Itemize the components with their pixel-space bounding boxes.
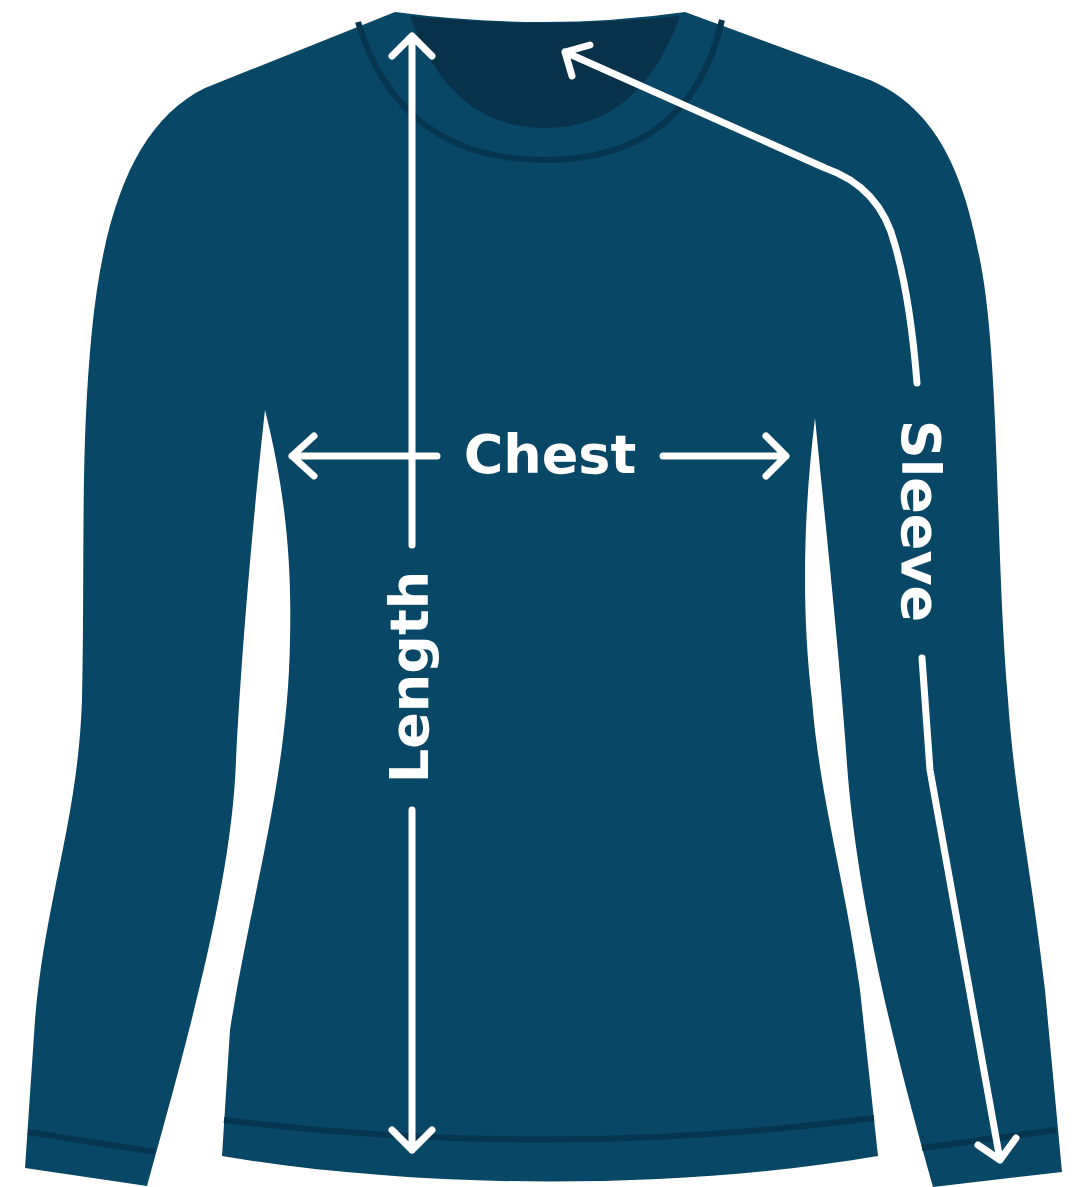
length-arrow	[392, 810, 432, 1150]
sleeve-arrow	[565, 45, 917, 383]
cuff-seam	[922, 1130, 1056, 1148]
length-arrow	[392, 36, 432, 545]
cuff-seam	[28, 1132, 155, 1152]
sleeve-label: Sleeve	[893, 420, 947, 622]
shirt-body	[25, 12, 1062, 1187]
length-label: Length	[383, 571, 437, 783]
sleeve-arrow	[922, 658, 1016, 1160]
shirt-neck-inside	[410, 16, 680, 128]
hem-seam	[224, 1118, 874, 1140]
chest-label: Chest	[464, 428, 637, 482]
chest-arrow	[663, 436, 786, 476]
chest-arrow	[292, 436, 437, 476]
